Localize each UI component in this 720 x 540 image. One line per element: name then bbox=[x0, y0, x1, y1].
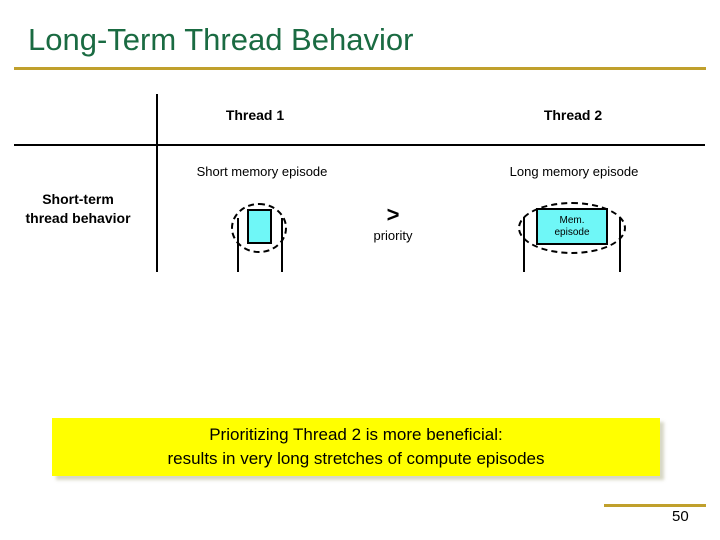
thread-2-stem-right bbox=[619, 217, 621, 272]
title-divider-rule bbox=[14, 67, 706, 70]
thread-1-memory-episode-box bbox=[247, 209, 272, 244]
footer-divider-rule bbox=[604, 504, 706, 507]
row-header-line-2: thread behavior bbox=[25, 210, 131, 226]
thread-2-episode-diagram: Mem. episode bbox=[518, 200, 626, 272]
row-header-line-1: Short-term bbox=[42, 191, 114, 207]
comparator-label: priority bbox=[373, 228, 413, 243]
thread-2-memory-episode-box: Mem. episode bbox=[536, 208, 608, 245]
memory-episode-label-line-1: Mem. bbox=[559, 214, 585, 226]
thread-1-episode-diagram bbox=[228, 200, 290, 272]
priority-comparator: > priority bbox=[350, 203, 436, 245]
dashed-ellipse-icon bbox=[231, 203, 287, 253]
dashed-ellipse-icon bbox=[518, 202, 626, 254]
thread-1-stem-right bbox=[281, 218, 283, 272]
row-header-short-term-behavior: Short-term thread behavior bbox=[8, 190, 148, 228]
caption-short-memory-episode: Short memory episode bbox=[196, 164, 328, 179]
conclusion-callout: Prioritizing Thread 2 is more beneficial… bbox=[52, 418, 660, 476]
column-header-thread-1: Thread 1 bbox=[225, 107, 285, 123]
column-header-thread-2: Thread 2 bbox=[543, 107, 603, 123]
callout-line-1: Prioritizing Thread 2 is more beneficial… bbox=[209, 425, 503, 444]
thread-2-stem-left bbox=[523, 217, 525, 272]
memory-episode-label-line-2: episode bbox=[554, 226, 590, 238]
page-title: Long-Term Thread Behavior bbox=[28, 22, 414, 57]
caption-long-memory-episode: Long memory episode bbox=[509, 164, 639, 179]
greater-than-icon: > bbox=[386, 202, 400, 227]
callout-line-2: results in very long stretches of comput… bbox=[167, 449, 545, 468]
matrix-horizontal-axis bbox=[14, 144, 705, 146]
matrix-vertical-axis bbox=[156, 94, 158, 272]
page-number: 50 bbox=[672, 508, 689, 525]
